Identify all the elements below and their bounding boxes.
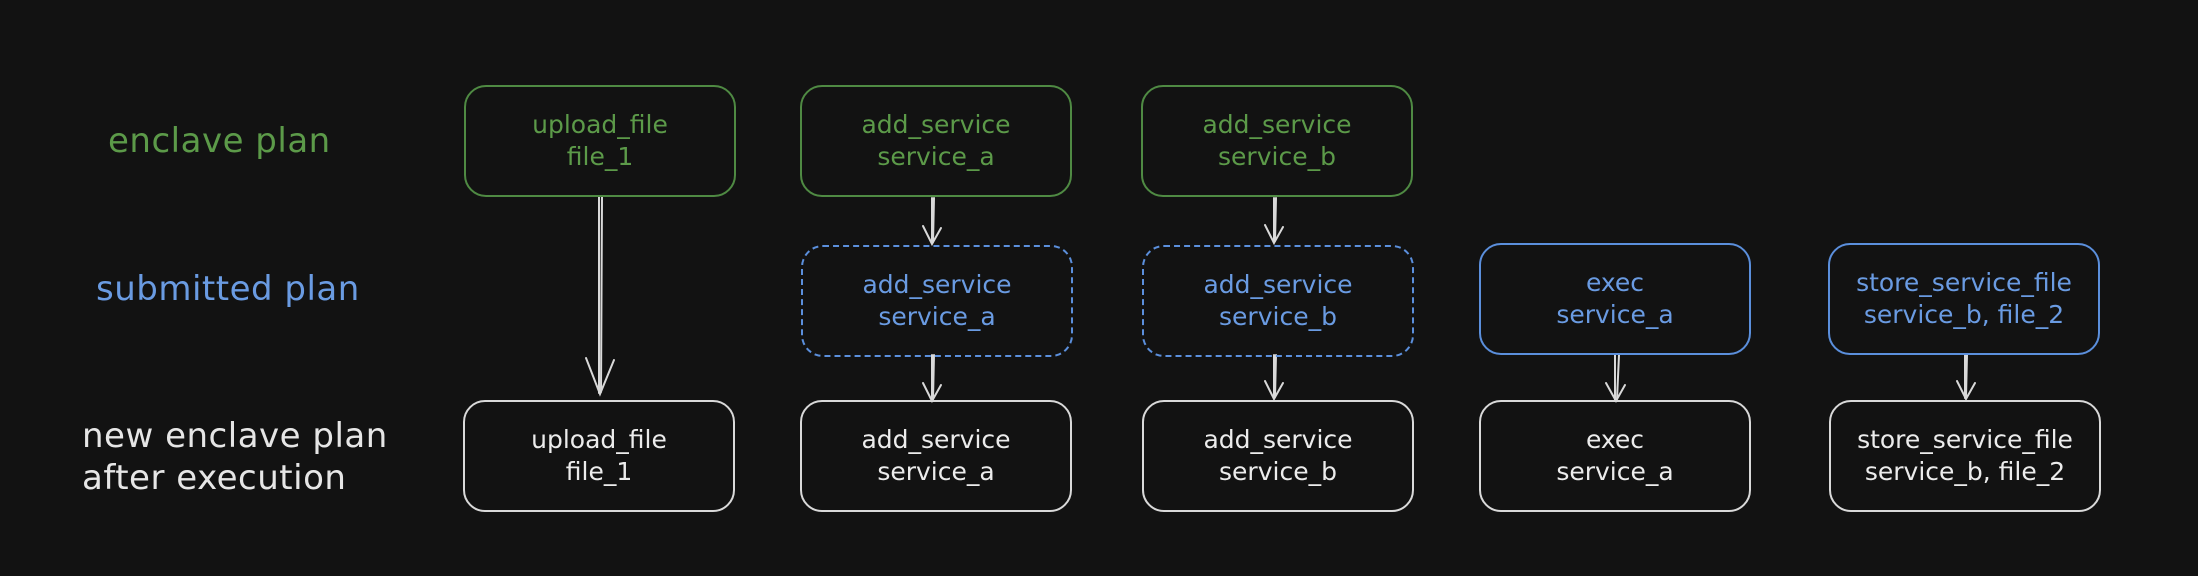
arrow-submitted-to-new-store-service-file [1956, 354, 1976, 402]
step-instruction: add_service [861, 110, 1011, 139]
submitted-step-exec: exec service_a [1479, 243, 1751, 355]
arrow-enclave-to-submitted-service-b [1264, 197, 1284, 246]
arrow-submitted-to-new-exec [1605, 354, 1626, 404]
step-argument: service_a [1556, 457, 1674, 486]
step-argument: file_1 [565, 457, 633, 486]
row-label-submitted-plan-text: submitted plan [96, 269, 360, 309]
row-label-new-enclave-plan-line2: after execution [82, 458, 347, 498]
step-argument: service_a [877, 142, 995, 171]
new-step-upload-file: upload_file file_1 [463, 400, 735, 512]
arrow-submitted-to-new-service-a [922, 354, 942, 404]
new-step-exec: exec service_a [1479, 400, 1751, 512]
arrow-enclave-to-submitted-service-a [922, 197, 942, 247]
submitted-step-add-service-b: add_service service_b [1142, 245, 1414, 357]
row-label-new-enclave-plan: new enclave plan after execution [82, 415, 388, 499]
submitted-step-store-service-file: store_service_file service_b, file_2 [1828, 243, 2100, 355]
row-label-new-enclave-plan-line1: new enclave plan [82, 416, 388, 456]
step-instruction: exec [1585, 425, 1645, 454]
row-label-enclave-plan: enclave plan [108, 120, 331, 162]
step-instruction: upload_file [532, 110, 668, 139]
step-instruction: add_service [861, 425, 1011, 454]
step-instruction: add_service [1203, 270, 1353, 299]
row-label-enclave-plan-text: enclave plan [108, 121, 331, 161]
step-argument: service_a [1556, 300, 1674, 329]
submitted-step-add-service-a: add_service service_a [801, 245, 1073, 357]
step-instruction: store_service_file [1857, 425, 2073, 454]
row-label-submitted-plan: submitted plan [96, 268, 360, 310]
step-argument: service_b, file_2 [1863, 300, 2065, 329]
step-argument: service_b [1219, 302, 1337, 331]
step-instruction: add_service [862, 270, 1012, 299]
step-instruction: exec [1585, 268, 1645, 297]
new-step-add-service-b: add_service service_b [1142, 400, 1414, 512]
step-argument: file_1 [566, 142, 634, 171]
step-argument: service_a [878, 302, 996, 331]
step-instruction: store_service_file [1856, 268, 2072, 297]
enclave-step-add-service-b: add_service service_b [1141, 85, 1413, 197]
enclave-step-add-service-a: add_service service_a [800, 85, 1072, 197]
enclave-step-upload-file: upload_file file_1 [464, 85, 736, 197]
step-instruction: add_service [1202, 110, 1352, 139]
arrow-submitted-to-new-service-b [1264, 354, 1284, 402]
step-argument: service_b, file_2 [1864, 457, 2066, 486]
new-step-add-service-a: add_service service_a [800, 400, 1072, 512]
step-argument: service_b [1218, 142, 1336, 171]
step-instruction: add_service [1203, 425, 1353, 454]
new-step-store-service-file: store_service_file service_b, file_2 [1829, 400, 2101, 512]
step-argument: service_a [877, 457, 995, 486]
arrow-upload-file [585, 195, 615, 397]
step-argument: service_b [1219, 457, 1337, 486]
step-instruction: upload_file [531, 425, 667, 454]
